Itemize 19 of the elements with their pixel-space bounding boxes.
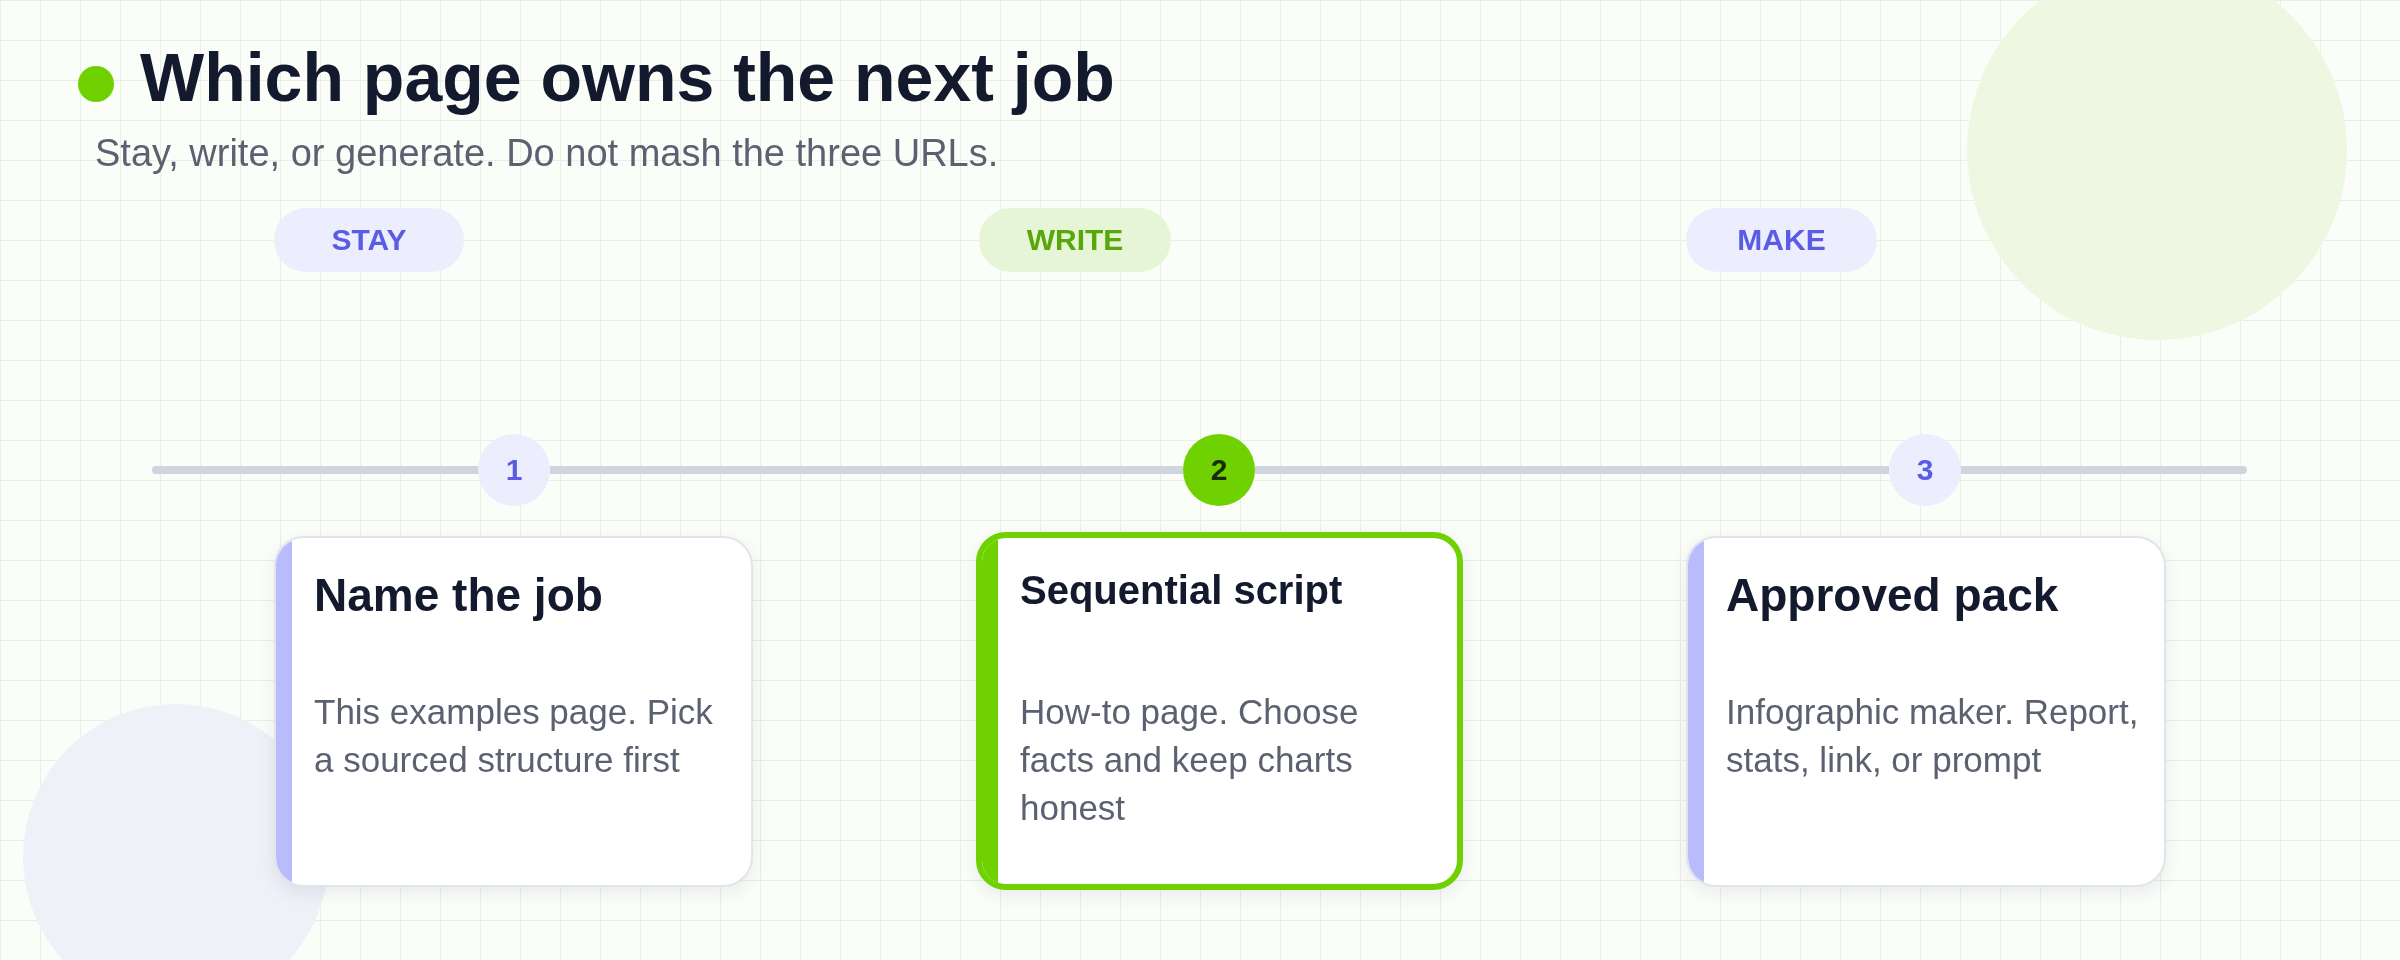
step-tag: STAY	[274, 208, 464, 272]
card-description: This examples page. Pick a sourced structure first	[314, 691, 714, 781]
step-card	[1686, 536, 2166, 887]
card-heading: Name the job	[314, 568, 603, 622]
step-tag: WRITE	[979, 208, 1171, 272]
card-description: How-to page. Choose facts and keep charts honest	[1020, 691, 1360, 829]
subtitle: Stay, write, or generate. Do not mash the three URLs.	[95, 132, 999, 175]
step-number-circle: 3	[1889, 434, 1961, 506]
step-number-circle: 2	[1183, 434, 1255, 506]
card-description: Infographic maker. Report, stats, link, or prompt	[1726, 691, 2140, 781]
step-number-circle: 1	[478, 434, 550, 506]
step-tag: MAKE	[1686, 208, 1877, 272]
card-heading: Approved pack	[1726, 568, 2059, 622]
timeline-connector	[1255, 466, 1889, 474]
step-card	[274, 536, 753, 887]
step-card	[976, 532, 1463, 890]
card-heading: Sequential script	[1020, 568, 1343, 613]
timeline-connector	[550, 466, 1183, 474]
title: Which page owns the next job	[140, 38, 1115, 116]
